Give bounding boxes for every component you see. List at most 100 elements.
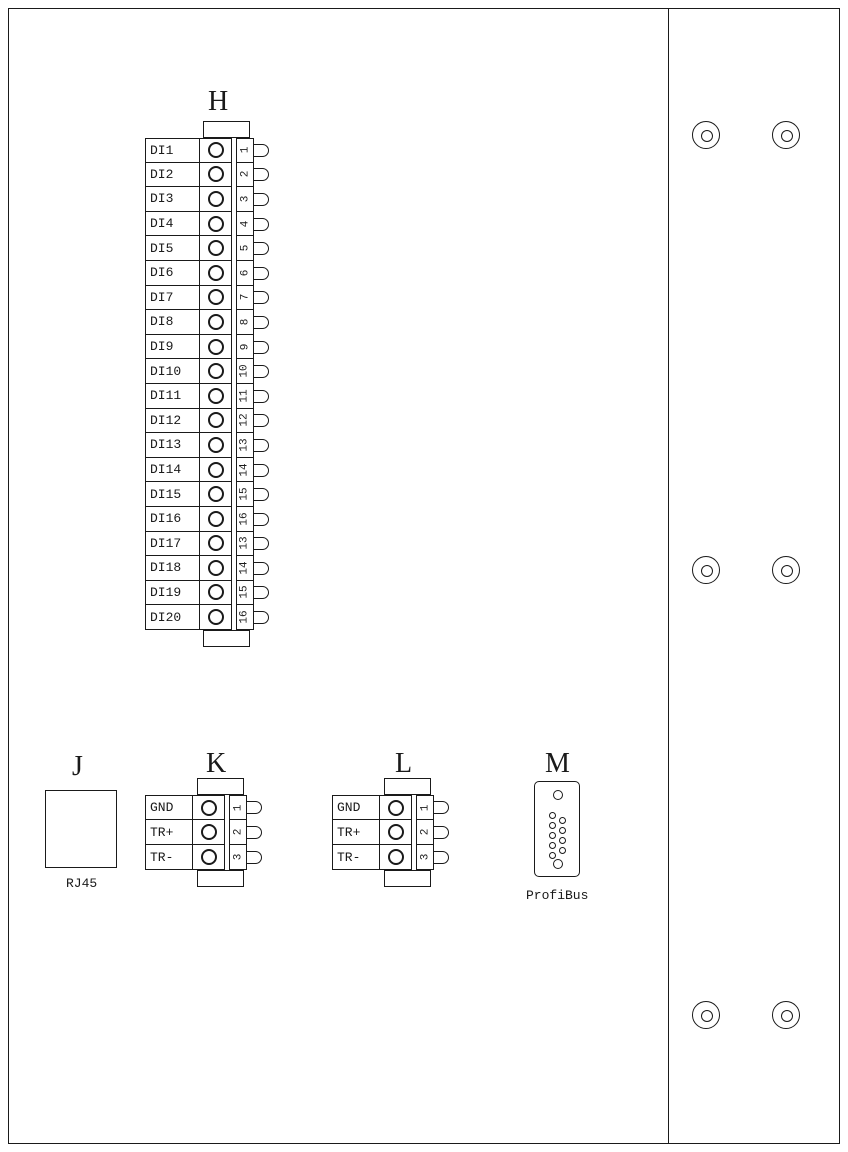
pin-number: 4 (236, 211, 254, 237)
pin-number: 10 (236, 359, 254, 384)
terminal-signal-label: DI4 (145, 211, 200, 237)
pin-number: 7 (236, 285, 254, 311)
terminal-row: DI7 7 (145, 285, 269, 311)
pin-contact-icon (253, 586, 269, 600)
pin-contact-icon (433, 801, 449, 814)
screw-terminal-icon (192, 845, 225, 870)
terminal-signal-label: DI17 (145, 531, 200, 557)
pin-contact-icon (246, 826, 262, 839)
terminal-signal-label: DI20 (145, 605, 200, 630)
rj45-caption: RJ45 (66, 876, 98, 891)
terminal-signal-label: DI8 (145, 310, 200, 335)
terminal-circle-icon (207, 240, 224, 257)
terminal-circle-icon (207, 510, 224, 527)
terminal-row: DI17 13 (145, 531, 269, 557)
connector-j-label: J (72, 751, 83, 782)
profibus-pin-icon (549, 832, 556, 839)
screw-terminal-icon (199, 433, 232, 458)
pin-contact-icon (253, 217, 269, 231)
terminal-signal-label: DI14 (145, 457, 200, 483)
connector-h-label: H (208, 86, 229, 117)
terminal-circle-icon (207, 535, 224, 552)
screw-terminal-icon (379, 845, 412, 870)
pin-contact-icon (253, 512, 269, 526)
terminal-circle-icon (207, 264, 224, 281)
terminal-circle-icon (387, 849, 404, 865)
screw-terminal-icon (199, 457, 232, 483)
pin-contact-icon (433, 826, 449, 839)
pin-number: 13 (236, 433, 254, 458)
pin-number: 8 (236, 310, 254, 335)
terminal-circle-icon (207, 338, 224, 355)
profibus-pin-icon (559, 827, 566, 834)
pin-contact-icon (253, 463, 269, 477)
terminal-row: TR+2 (332, 820, 449, 845)
screw-terminal-icon (379, 795, 412, 820)
terminal-row: DI8 8 (145, 310, 269, 335)
profibus-pin-icon (559, 847, 566, 854)
terminal-circle-icon (207, 166, 224, 183)
terminal-circle-icon (207, 363, 224, 380)
mounting-hole-icon (772, 121, 800, 149)
drawing-border (8, 8, 840, 1144)
terminal-signal-label: DI19 (145, 580, 200, 606)
pin-number: 13 (236, 531, 254, 557)
screw-terminal-icon (379, 820, 412, 845)
profibus-connector (534, 781, 580, 877)
pin-contact-icon (253, 315, 269, 329)
terminal-circle-icon (207, 289, 224, 306)
pin-number: 2 (229, 820, 247, 845)
panel-divider-line (668, 8, 669, 1144)
screw-terminal-icon (199, 359, 232, 384)
terminal-circle-icon (207, 412, 224, 429)
terminal-circle-icon (207, 559, 224, 576)
pin-number: 16 (236, 506, 254, 532)
terminal-signal-label: TR- (145, 845, 193, 870)
terminal-row: TR+2 (145, 820, 262, 845)
pin-contact-icon (253, 340, 269, 354)
screw-terminal-icon (199, 580, 232, 606)
terminal-circle-icon (207, 436, 224, 453)
terminal-signal-label: DI16 (145, 506, 200, 532)
pin-contact-icon (253, 242, 269, 256)
pin-contact-icon (253, 438, 269, 452)
terminal-circle-icon (387, 799, 404, 816)
screw-terminal-icon (199, 260, 232, 286)
profibus-pin-icon (549, 822, 556, 829)
screw-terminal-icon (199, 531, 232, 557)
terminal-circle-icon (207, 486, 224, 503)
terminal-circle-icon (207, 584, 224, 601)
pin-number: 12 (236, 408, 254, 434)
screw-terminal-icon (199, 236, 232, 261)
terminal-signal-label: DI13 (145, 433, 200, 458)
connector-l-top-flange (384, 778, 431, 795)
pin-contact-icon (253, 537, 269, 551)
pin-number: 14 (236, 556, 254, 581)
terminal-signal-label: DI7 (145, 285, 200, 311)
pin-contact-icon (253, 561, 269, 575)
profibus-pin-icon (549, 812, 556, 819)
screw-terminal-icon (199, 187, 232, 212)
pin-contact-icon (253, 389, 269, 403)
terminal-row: TR-3 (145, 845, 262, 870)
terminal-row: TR-3 (332, 845, 449, 870)
connector-k-top-flange (197, 778, 244, 795)
mounting-hole-icon (692, 121, 720, 149)
terminal-circle-icon (200, 824, 217, 840)
terminal-signal-label: GND (332, 795, 380, 820)
terminal-circle-icon (387, 824, 404, 840)
terminal-circle-icon (207, 387, 224, 404)
